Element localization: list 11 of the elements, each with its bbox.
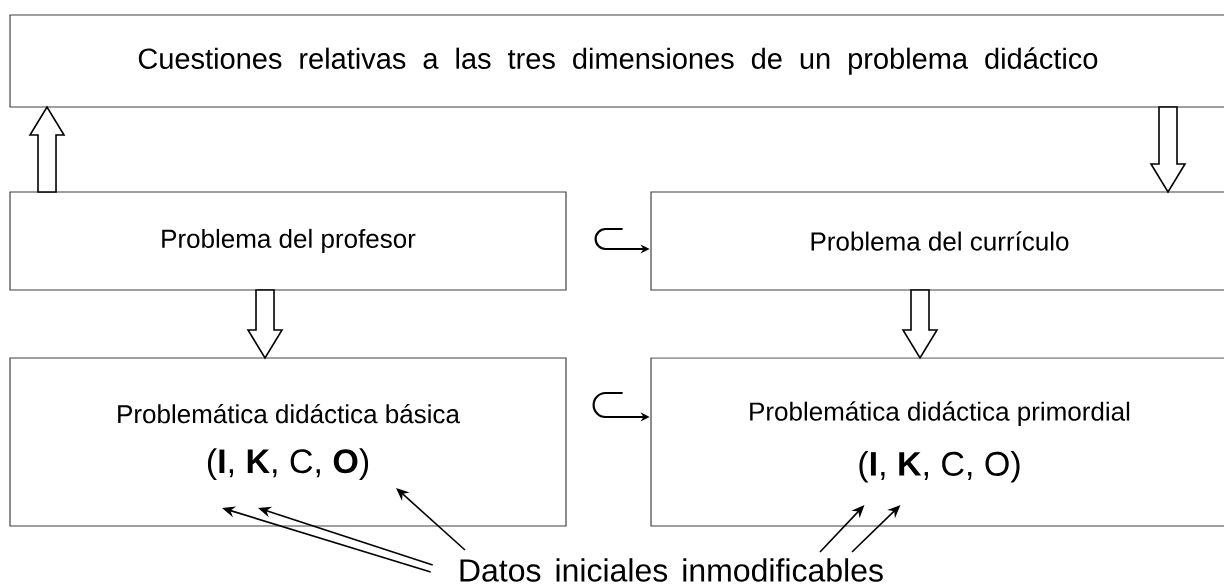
- process-box: Problema del currículo: [650, 191, 1224, 291]
- heading-box: Cuestiones relativas a las tres dimensiones de un problema didáctico: [9, 14, 1224, 108]
- process-box: Problema del profesor: [9, 191, 567, 291]
- process-box: Problemática didáctica básica (I, K, C, O): [9, 357, 567, 527]
- block-arrow: [28, 105, 66, 193]
- leader-arrow: [396, 488, 466, 551]
- block-arrow: [901, 289, 939, 360]
- annotation-text: Datos iniciales inmodificables: [460, 558, 883, 582]
- block-arrow: [246, 289, 284, 360]
- process-box: Problemática didáctica primordial (I, K, C, O): [650, 357, 1224, 527]
- block-arrow: [1149, 106, 1187, 194]
